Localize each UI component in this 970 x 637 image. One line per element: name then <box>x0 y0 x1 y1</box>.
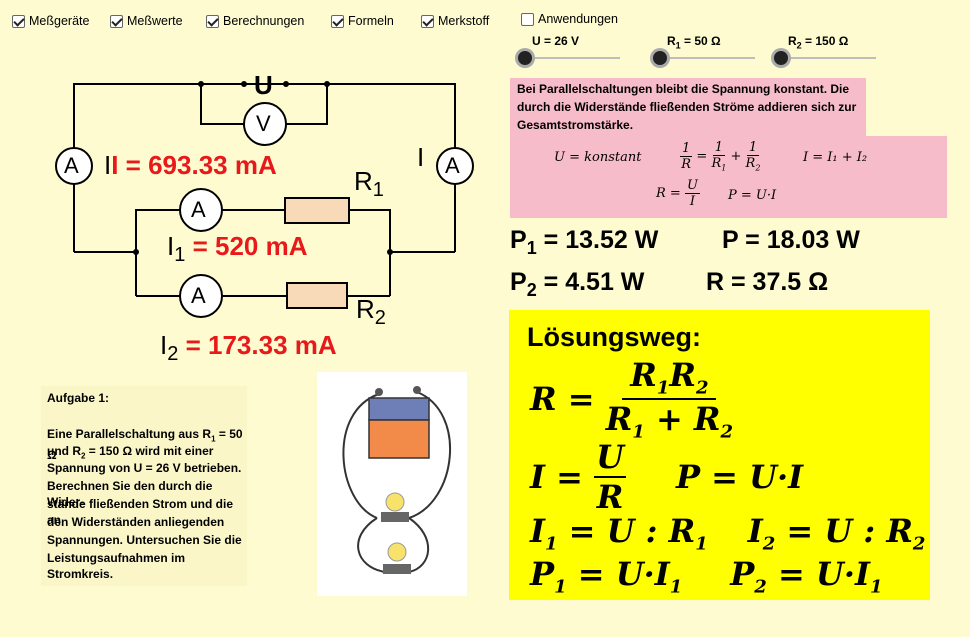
checkbox-messwerte[interactable]: Meßwerte <box>110 11 183 31</box>
checkbox-messgeraete[interactable]: Meßgeräte <box>12 11 89 31</box>
voltmeter-label: V <box>256 111 271 136</box>
aufgabe-title: Aufgabe 1: <box>47 391 110 405</box>
checkbox-label: Anwendungen <box>538 12 618 26</box>
total-current-symbol: I <box>104 150 112 180</box>
aufgabe-box: Aufgabe 1: Eine Parallelschaltung aus R1… <box>41 386 247 586</box>
slider-r1[interactable]: R1 = 50 Ω <box>645 34 755 65</box>
battery-bulbs-illustration <box>317 372 467 596</box>
slider-voltage-label: U = 26 V <box>532 34 580 48</box>
checkbox-anwendungen[interactable]: Anwendungen <box>521 9 618 29</box>
aufgabe-line: den Widerständen anliegenden <box>47 515 225 529</box>
circuit-diagram <box>55 81 474 318</box>
battery-body-icon <box>368 419 430 459</box>
checkbox-box[interactable] <box>421 14 434 28</box>
checkbox-merkstoff[interactable]: Merkstoff <box>421 11 489 31</box>
r-total-value: R = 37.5 Ω <box>706 268 829 296</box>
checkbox-box[interactable] <box>331 14 344 28</box>
p2-value: P2 = 4.51 W <box>510 268 645 300</box>
checkbox-label: Formeln <box>348 14 394 28</box>
bulb-socket <box>383 564 411 574</box>
checkbox-label: Berechnungen <box>223 14 305 28</box>
loesungsweg-title: Lösungsweg: <box>527 322 701 352</box>
ammeter-r1-icon <box>179 188 223 232</box>
bulb-socket <box>381 512 409 522</box>
merkstoff-box <box>510 136 947 218</box>
checkbox-berechnungen[interactable]: Berechnungen <box>206 11 304 31</box>
checkbox-box[interactable] <box>521 12 534 26</box>
slider-track[interactable] <box>778 57 876 59</box>
current-i1-label: I1 = 520 mA <box>167 231 308 267</box>
resistor-r1-label: R1 <box>354 166 384 202</box>
voltmeter-icon <box>243 102 287 146</box>
slider-voltage[interactable]: U = 26 V <box>510 34 620 65</box>
checkbox-label: Meßgeräte <box>29 14 90 28</box>
slider-r2[interactable]: R2 = 150 Ω <box>766 34 876 65</box>
current-i2-label: I2 = 173.33 mA <box>160 330 337 366</box>
battery-top <box>368 397 430 421</box>
current-symbol-right: I <box>417 142 425 172</box>
aufgabe-line: Spannung von U = 26 V betrieben. <box>47 461 242 475</box>
merkstoff-text: Bei Parallelschaltungen bleibt die Spann… <box>517 82 857 132</box>
checkbox-label: Meßwerte <box>127 14 183 28</box>
total-current-value: II = 693.33 mA <box>104 150 277 180</box>
ammeter-r1-label: A <box>191 197 206 222</box>
aufgabe-line: Leistungsaufnahmen im Stromkreis. <box>47 551 186 581</box>
ammeter-r2-icon <box>179 274 223 318</box>
checkbox-box[interactable] <box>206 14 219 28</box>
loesungsweg-panel <box>509 310 930 600</box>
slider-track[interactable] <box>657 57 755 59</box>
checkbox-box[interactable] <box>12 14 25 28</box>
slider-knob[interactable] <box>653 51 667 65</box>
ammeter-right-icon <box>436 147 474 185</box>
slider-track[interactable] <box>522 57 620 59</box>
aufgabe-line: Eine Parallelschaltung aus R1 = 50 Ω <box>47 427 243 463</box>
checkbox-label: Merkstoff <box>438 14 490 28</box>
merkstoff-box-top <box>510 78 866 138</box>
aufgabe-line: Spannungen. Untersuchen Sie die <box>47 533 242 547</box>
checkbox-formeln[interactable]: Formeln <box>331 11 394 31</box>
slider-r2-label: R2 = 150 Ω <box>788 34 849 51</box>
voltage-symbol: U <box>254 70 273 100</box>
resistor-r2-label: R2 <box>356 294 386 330</box>
slider-knob[interactable] <box>774 51 788 65</box>
aufgabe-line: und R2 = 150 Ω wird mit einer <box>47 444 214 461</box>
formula-u-konstant: U = konstant <box>554 150 642 165</box>
aufgabe-line: stände fließenden Strom und die an <box>47 497 234 527</box>
bulb-icon <box>385 492 405 512</box>
resistor-r2 <box>286 282 348 309</box>
formula-p: P = U·I <box>728 188 777 203</box>
p-total-value: P = 18.03 W <box>722 226 860 254</box>
ammeter-r2-label: A <box>191 283 206 308</box>
bulb-icon <box>387 542 407 562</box>
resistor-r1 <box>284 197 350 224</box>
checkbox-box[interactable] <box>110 14 123 28</box>
aufgabe-line: Berechnen Sie den durch die Wider- <box>47 479 213 509</box>
formula-i-sum: I = I₁ + I₂ <box>803 150 868 165</box>
slider-knob[interactable] <box>518 51 532 65</box>
p1-value: P1 = 13.52 W <box>510 226 659 258</box>
ammeter-left-icon <box>55 147 93 185</box>
ammeter-right-label: A <box>445 153 460 178</box>
slider-r1-label: R1 = 50 Ω <box>667 34 721 51</box>
ammeter-left-label: A <box>64 153 79 178</box>
